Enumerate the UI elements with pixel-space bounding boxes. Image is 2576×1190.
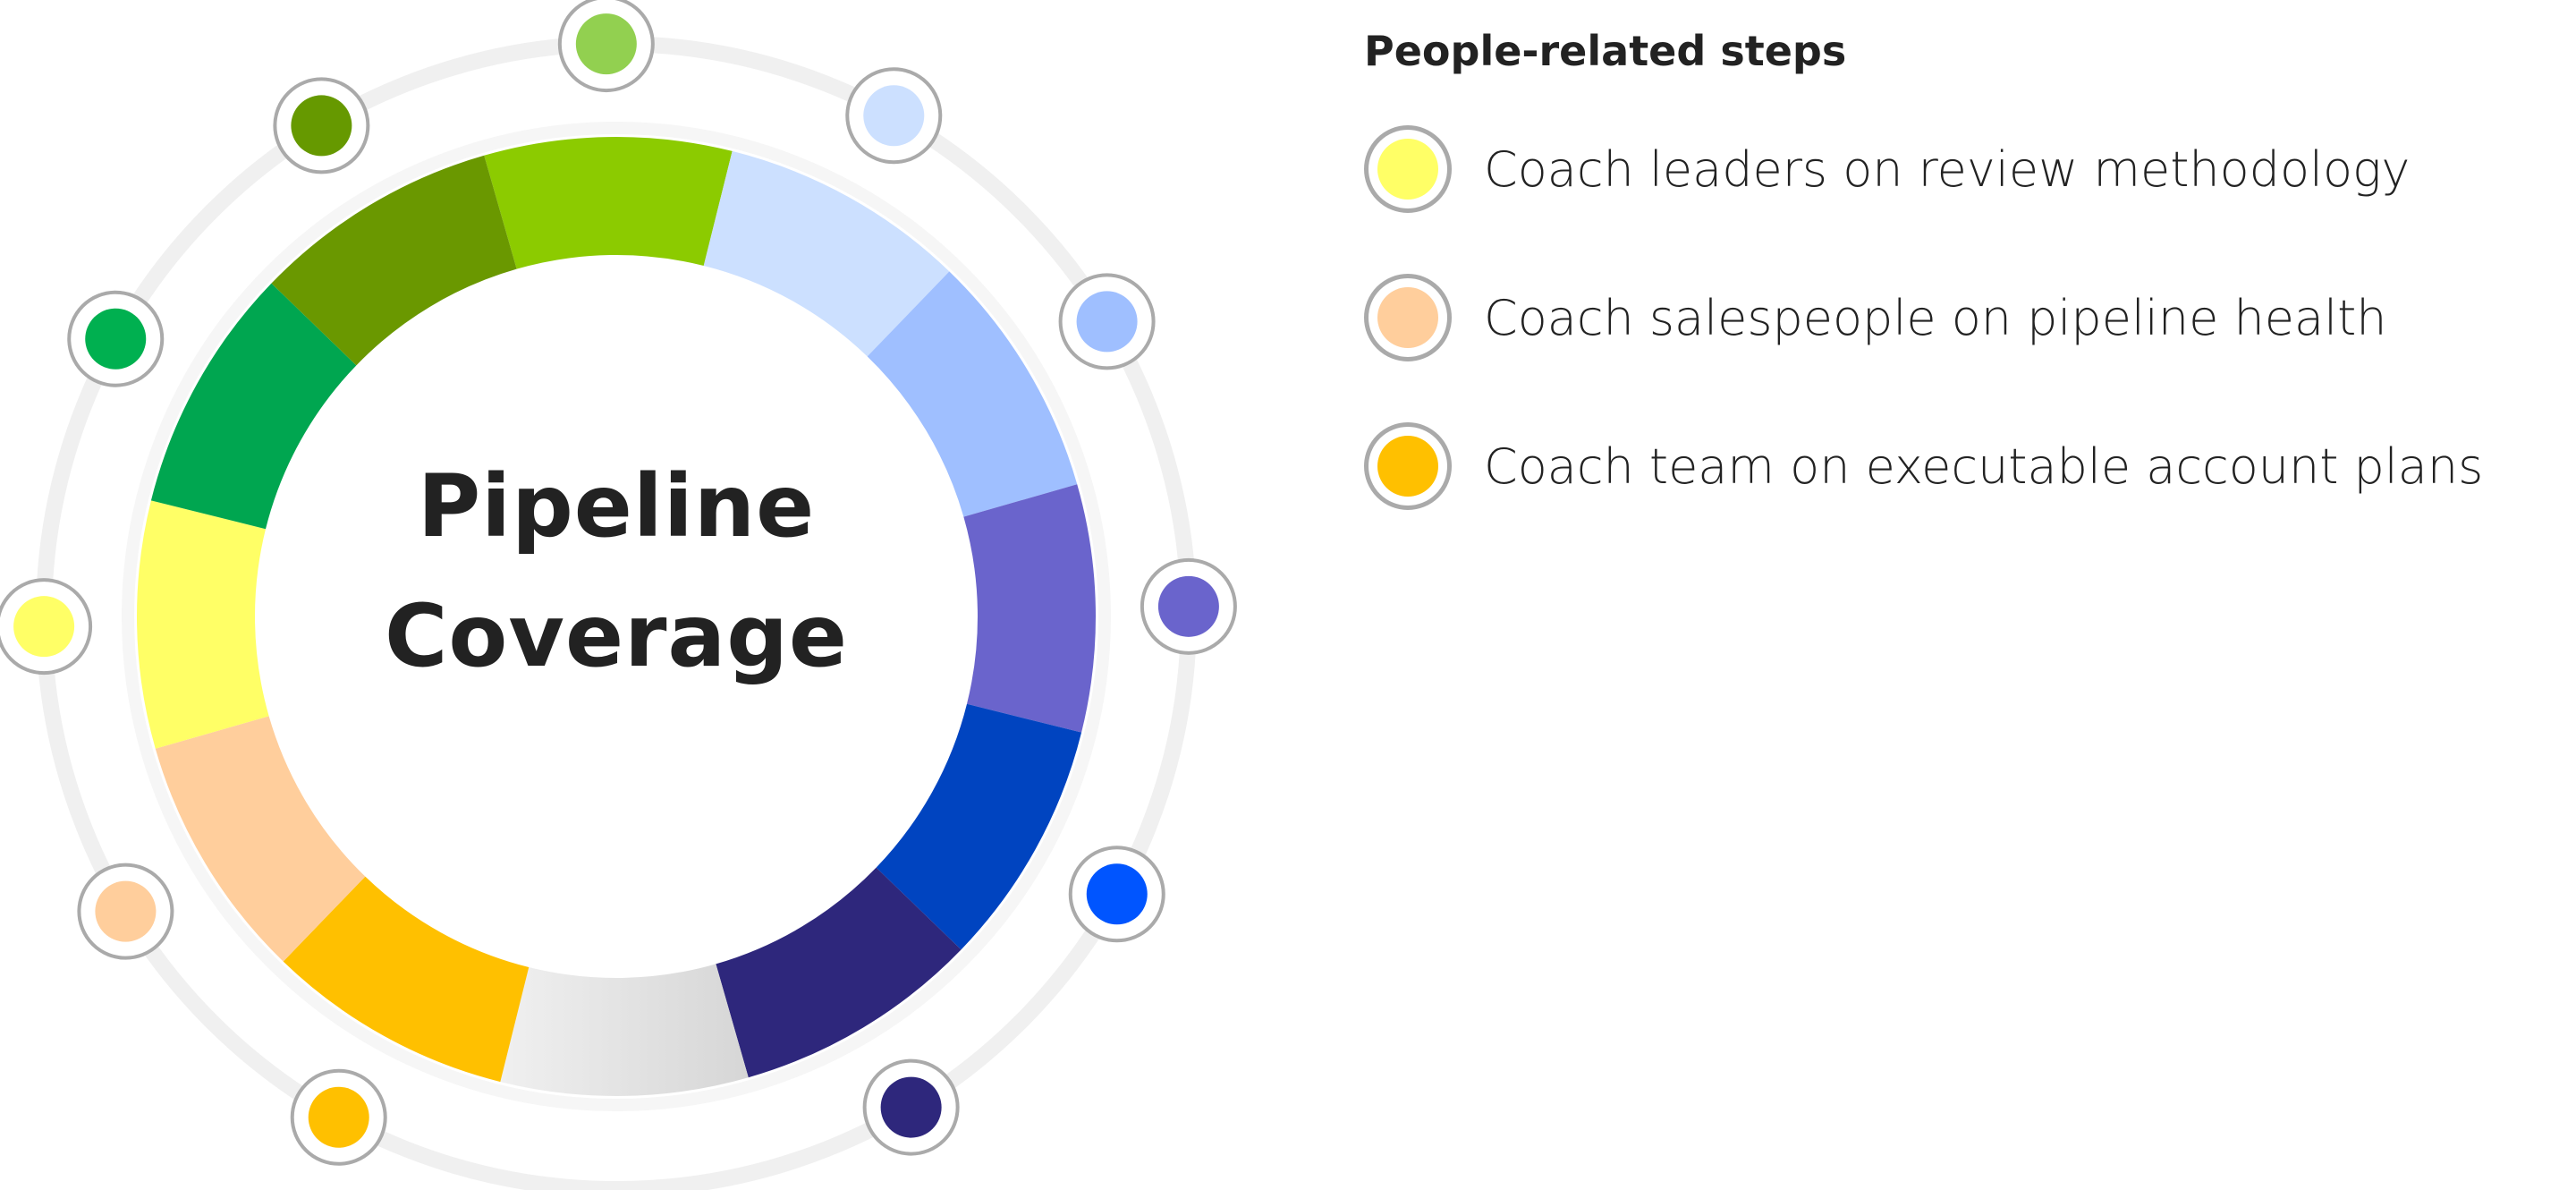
step-dot-icon xyxy=(67,290,165,387)
wheel-segment xyxy=(484,136,733,269)
legend: People-related steps Coach leaders on re… xyxy=(1364,27,2483,565)
step-dot-icon xyxy=(1068,846,1165,943)
step-dot-icon xyxy=(557,0,655,93)
step-dot-icon xyxy=(273,77,370,174)
wheel-segment xyxy=(703,150,950,357)
wheel-segment xyxy=(283,876,530,1083)
step-dot-icon xyxy=(1140,557,1237,655)
pipeline-wheel xyxy=(0,0,1237,1190)
legend-label: Coach leaders on review methodology xyxy=(1484,140,2411,198)
wheel-segment xyxy=(867,271,1078,517)
wheel-segment xyxy=(136,500,269,749)
wheel-segment xyxy=(500,964,749,1096)
step-dot-icon xyxy=(845,67,943,165)
legend-dot-icon xyxy=(1364,422,1452,510)
step-dot-icon xyxy=(1058,273,1156,370)
wheel-shadow xyxy=(122,122,1111,1111)
wheel-segment xyxy=(963,484,1096,733)
step-dot-icon xyxy=(77,863,174,960)
wheel-segment xyxy=(155,716,366,962)
wheel-segment xyxy=(876,703,1082,950)
step-dot-icon xyxy=(290,1068,387,1166)
legend-label: Coach salespeople on pipeline health xyxy=(1484,289,2387,346)
legend-title: People-related steps xyxy=(1364,27,1847,75)
step-dot-icon xyxy=(862,1058,960,1156)
wheel-segment xyxy=(716,867,962,1078)
wheel-segment xyxy=(150,283,357,530)
legend-item: Coach leaders on review methodology xyxy=(1364,120,2483,218)
legend-label: Coach team on executable account plans xyxy=(1484,438,2484,495)
step-dot-icon xyxy=(0,578,93,676)
center-title-line2: Coverage xyxy=(384,586,849,686)
legend-dot-icon xyxy=(1364,274,1452,361)
legend-dot-icon xyxy=(1364,125,1452,213)
wheel-segment xyxy=(271,155,517,366)
center-title-line1: Pipeline xyxy=(417,456,816,557)
legend-item: Coach team on executable account plans xyxy=(1364,417,2483,515)
legend-item: Coach salespeople on pipeline health xyxy=(1364,268,2483,367)
